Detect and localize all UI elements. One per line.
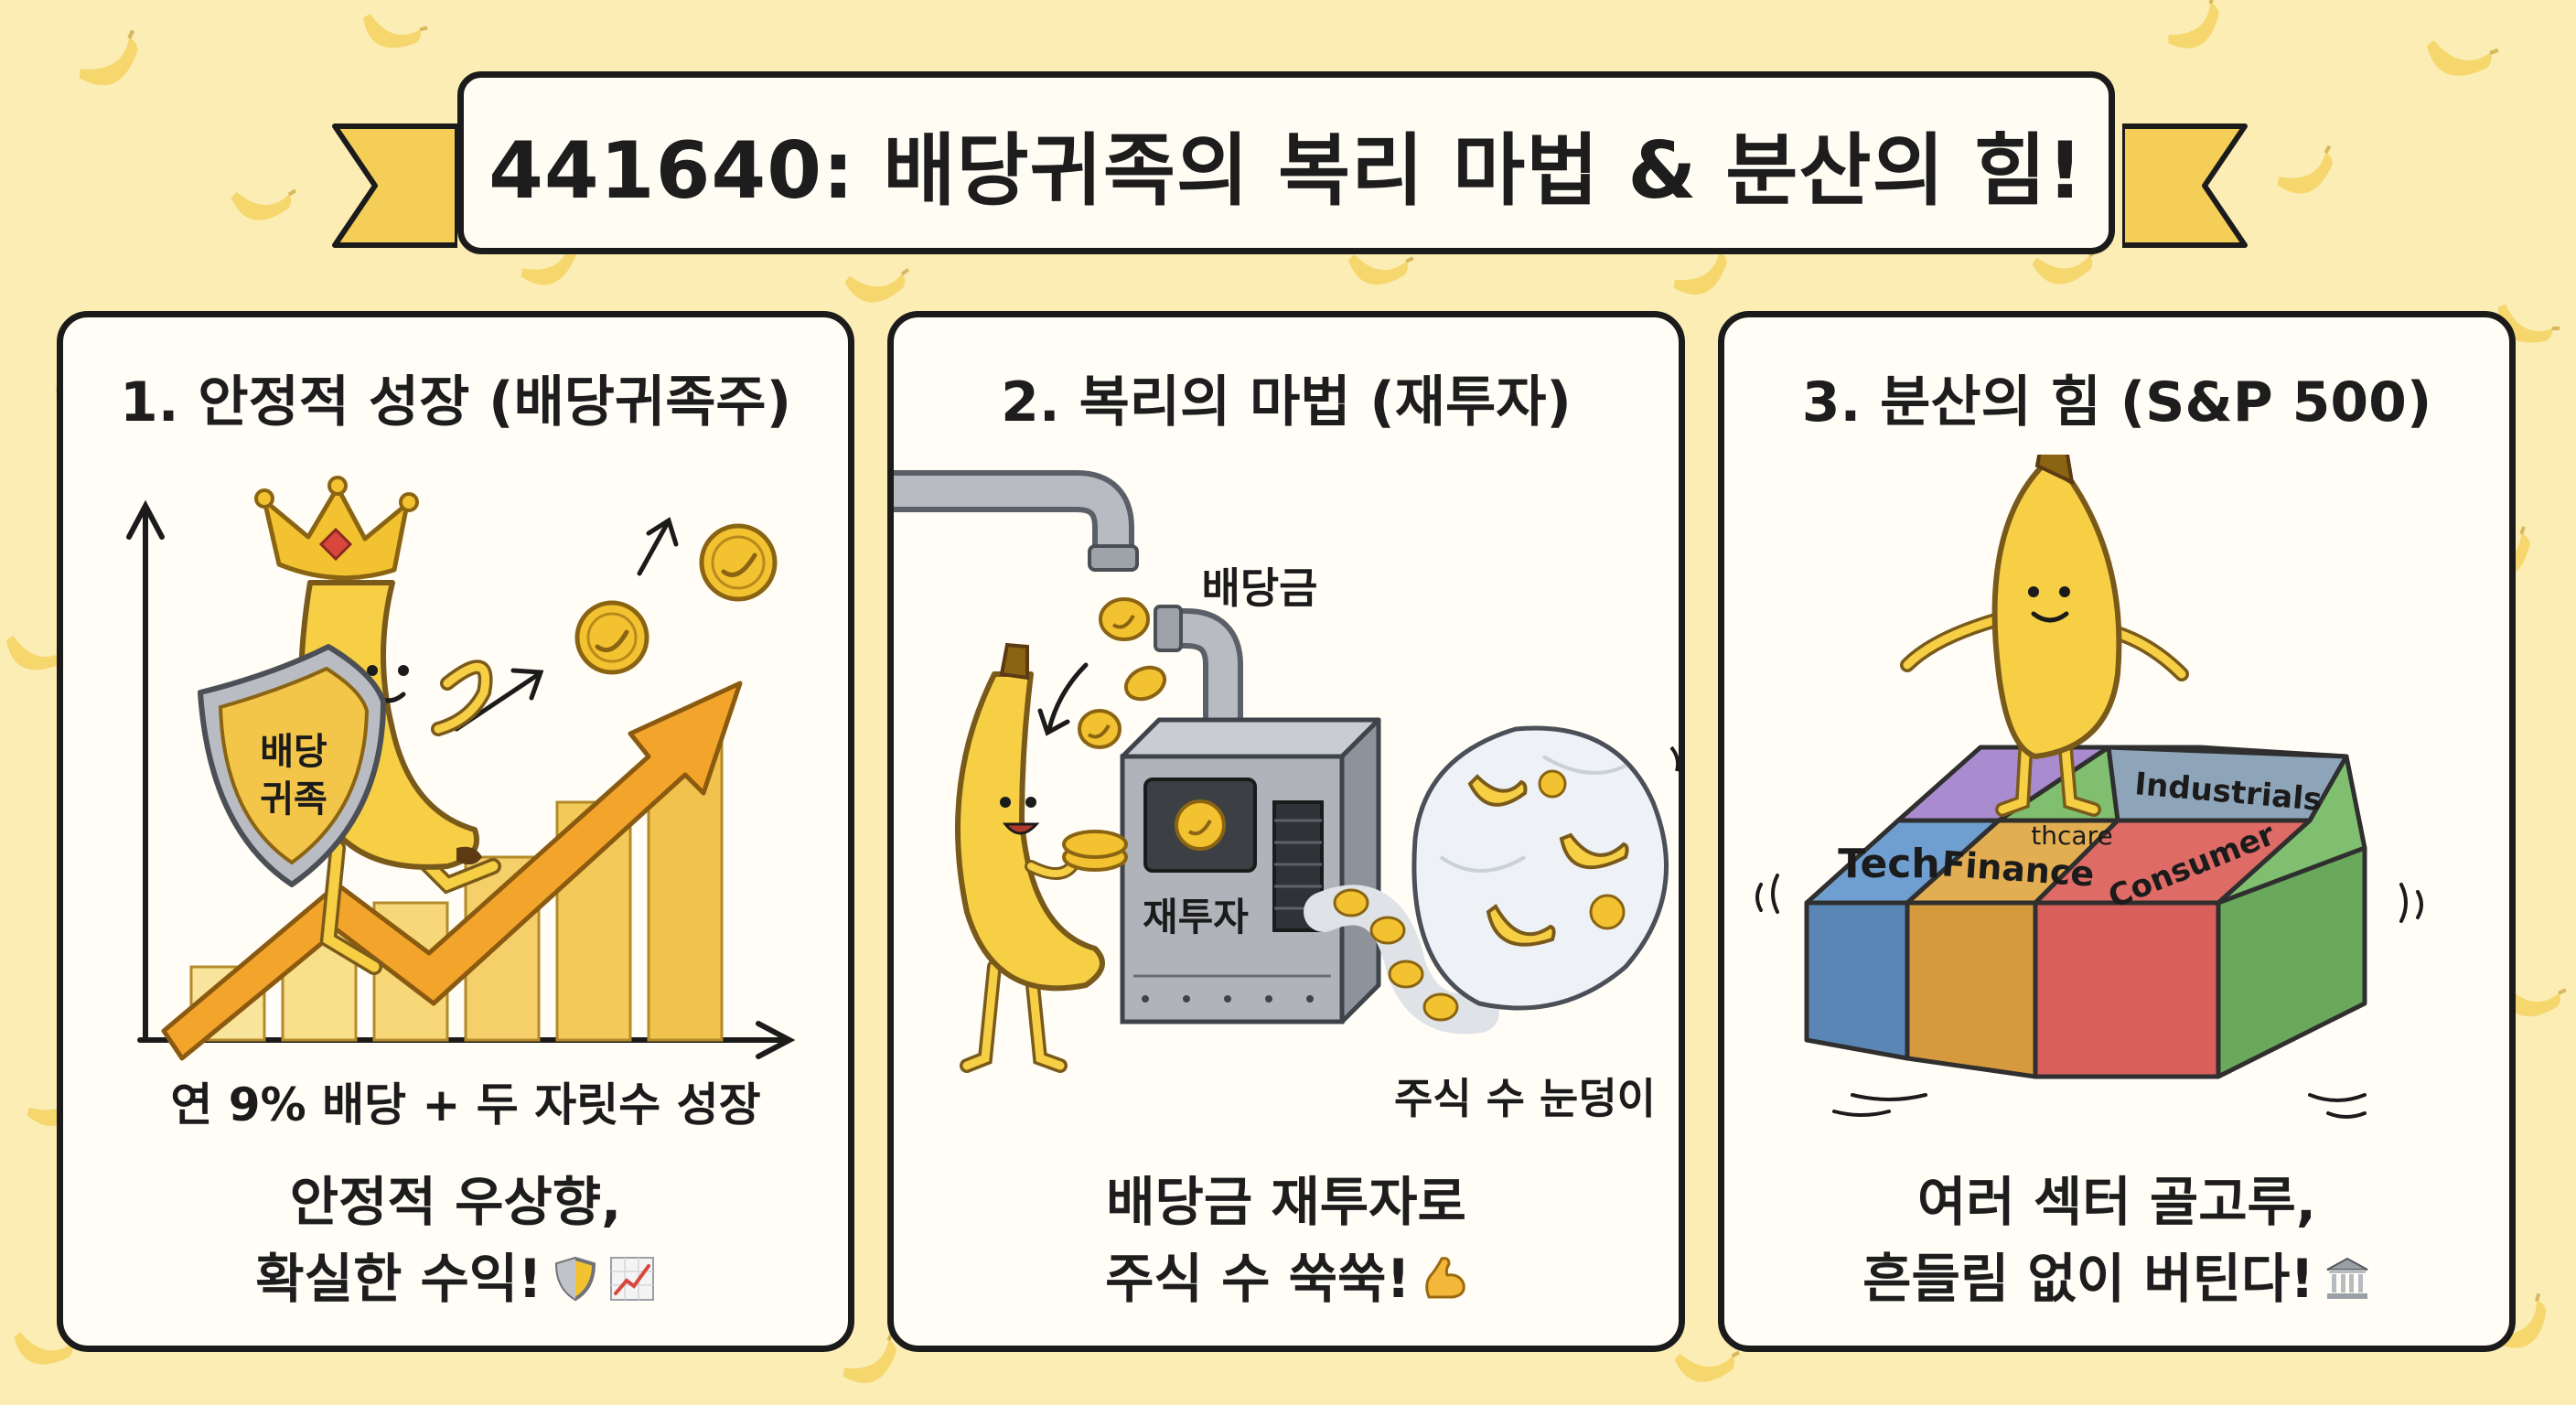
flexed-biceps-icon: [1425, 1257, 1465, 1299]
caption-line-1: 배당금 재투자로: [1106, 1171, 1466, 1233]
title-banner: 441640: 배당귀족의 복리 마법 & 분산의 힘!: [457, 71, 2115, 254]
caption-line-1: 안정적 우상향,: [289, 1171, 622, 1233]
falling-coin-icons: [1078, 597, 1167, 749]
sector-label-healthcare: thcare: [2031, 820, 2112, 851]
wobble-lines: [1755, 874, 2423, 1119]
coin-icon: [574, 600, 649, 675]
shield-icon: 배당 귀족: [198, 644, 386, 887]
machine-label: 재투자: [1143, 895, 1249, 939]
panel-caption: 안정적 우상향, 확실한 수익!: [63, 1164, 848, 1317]
panel-caption: 여러 섹터 골고루, 흔들림 없이 버틴다!: [1724, 1164, 2509, 1317]
panel-heading: 3. 분산의 힘 (S&P 500): [1801, 370, 2432, 434]
page-title: 441640: 배당귀족의 복리 마법 & 분산의 힘!: [488, 124, 2084, 217]
curved-arrow: [1046, 662, 1089, 732]
caption-line-2: 주식 수 쑥쑥!: [894, 1240, 1679, 1317]
caption-line-1: 여러 섹터 골고루,: [1917, 1171, 2316, 1233]
coin-stream-icons: [1333, 888, 1459, 1022]
panel-heading: 2. 복리의 마법 (재투자): [1001, 370, 1572, 434]
growth-chart-illustration: 배당 귀족 연 9% 배당 + 두 자릿수 성장: [126, 476, 796, 1132]
ribbon-tail-right: [2122, 123, 2248, 248]
growth-arrow: [161, 681, 743, 1061]
panel-heading: 1. 안정적 성장 (배당귀족주): [119, 370, 792, 434]
shield-label-line2: 귀족: [260, 778, 327, 820]
banana-character: [1900, 455, 2189, 817]
sector-blocks-illustration: Industrials thcare Tech Finance Consumer: [1755, 455, 2423, 1119]
sector-blocks: [1804, 745, 2367, 1079]
caption-line-2: 확실한 수익!: [63, 1240, 848, 1317]
panel-compounding: 2. 복리의 마법 (재투자) 배당금: [887, 311, 1685, 1352]
coin-icon: [699, 523, 778, 602]
snowball-icon: [1411, 725, 1679, 1011]
panel-caption: 배당금 재투자로 주식 수 쑥쑥!: [894, 1164, 1679, 1317]
reinvestment-machine: 재투자: [1120, 717, 1381, 1024]
caption-line-2: 흔들림 없이 버틴다!: [1724, 1240, 2509, 1317]
reinvestment-illustration: 배당금 재투자: [894, 470, 1679, 1123]
snowball-label: 주식 수 눈덩이: [1394, 1074, 1656, 1123]
chart-label: 연 9% 배당 + 두 자릿수 성장: [170, 1078, 760, 1132]
dividend-label: 배당금: [1202, 563, 1318, 613]
panel-diversification: 3. 분산의 힘 (S&P 500) Industrials thcare Te…: [1718, 311, 2516, 1352]
shield-icon: [554, 1256, 596, 1302]
sector-label-tech: Tech: [1838, 841, 1939, 887]
ribbon-tail-left: [332, 123, 457, 248]
classical-building-icon: [2326, 1257, 2368, 1299]
small-up-arrow: [637, 521, 670, 576]
shield-label-line1: 배당: [260, 731, 327, 773]
panel-stable-growth: 1. 안정적 성장 (배당귀족주): [57, 311, 854, 1352]
chart-increasing-icon: [609, 1257, 654, 1301]
banana-character: [955, 642, 1128, 1073]
faucet-icon: [894, 470, 1139, 572]
